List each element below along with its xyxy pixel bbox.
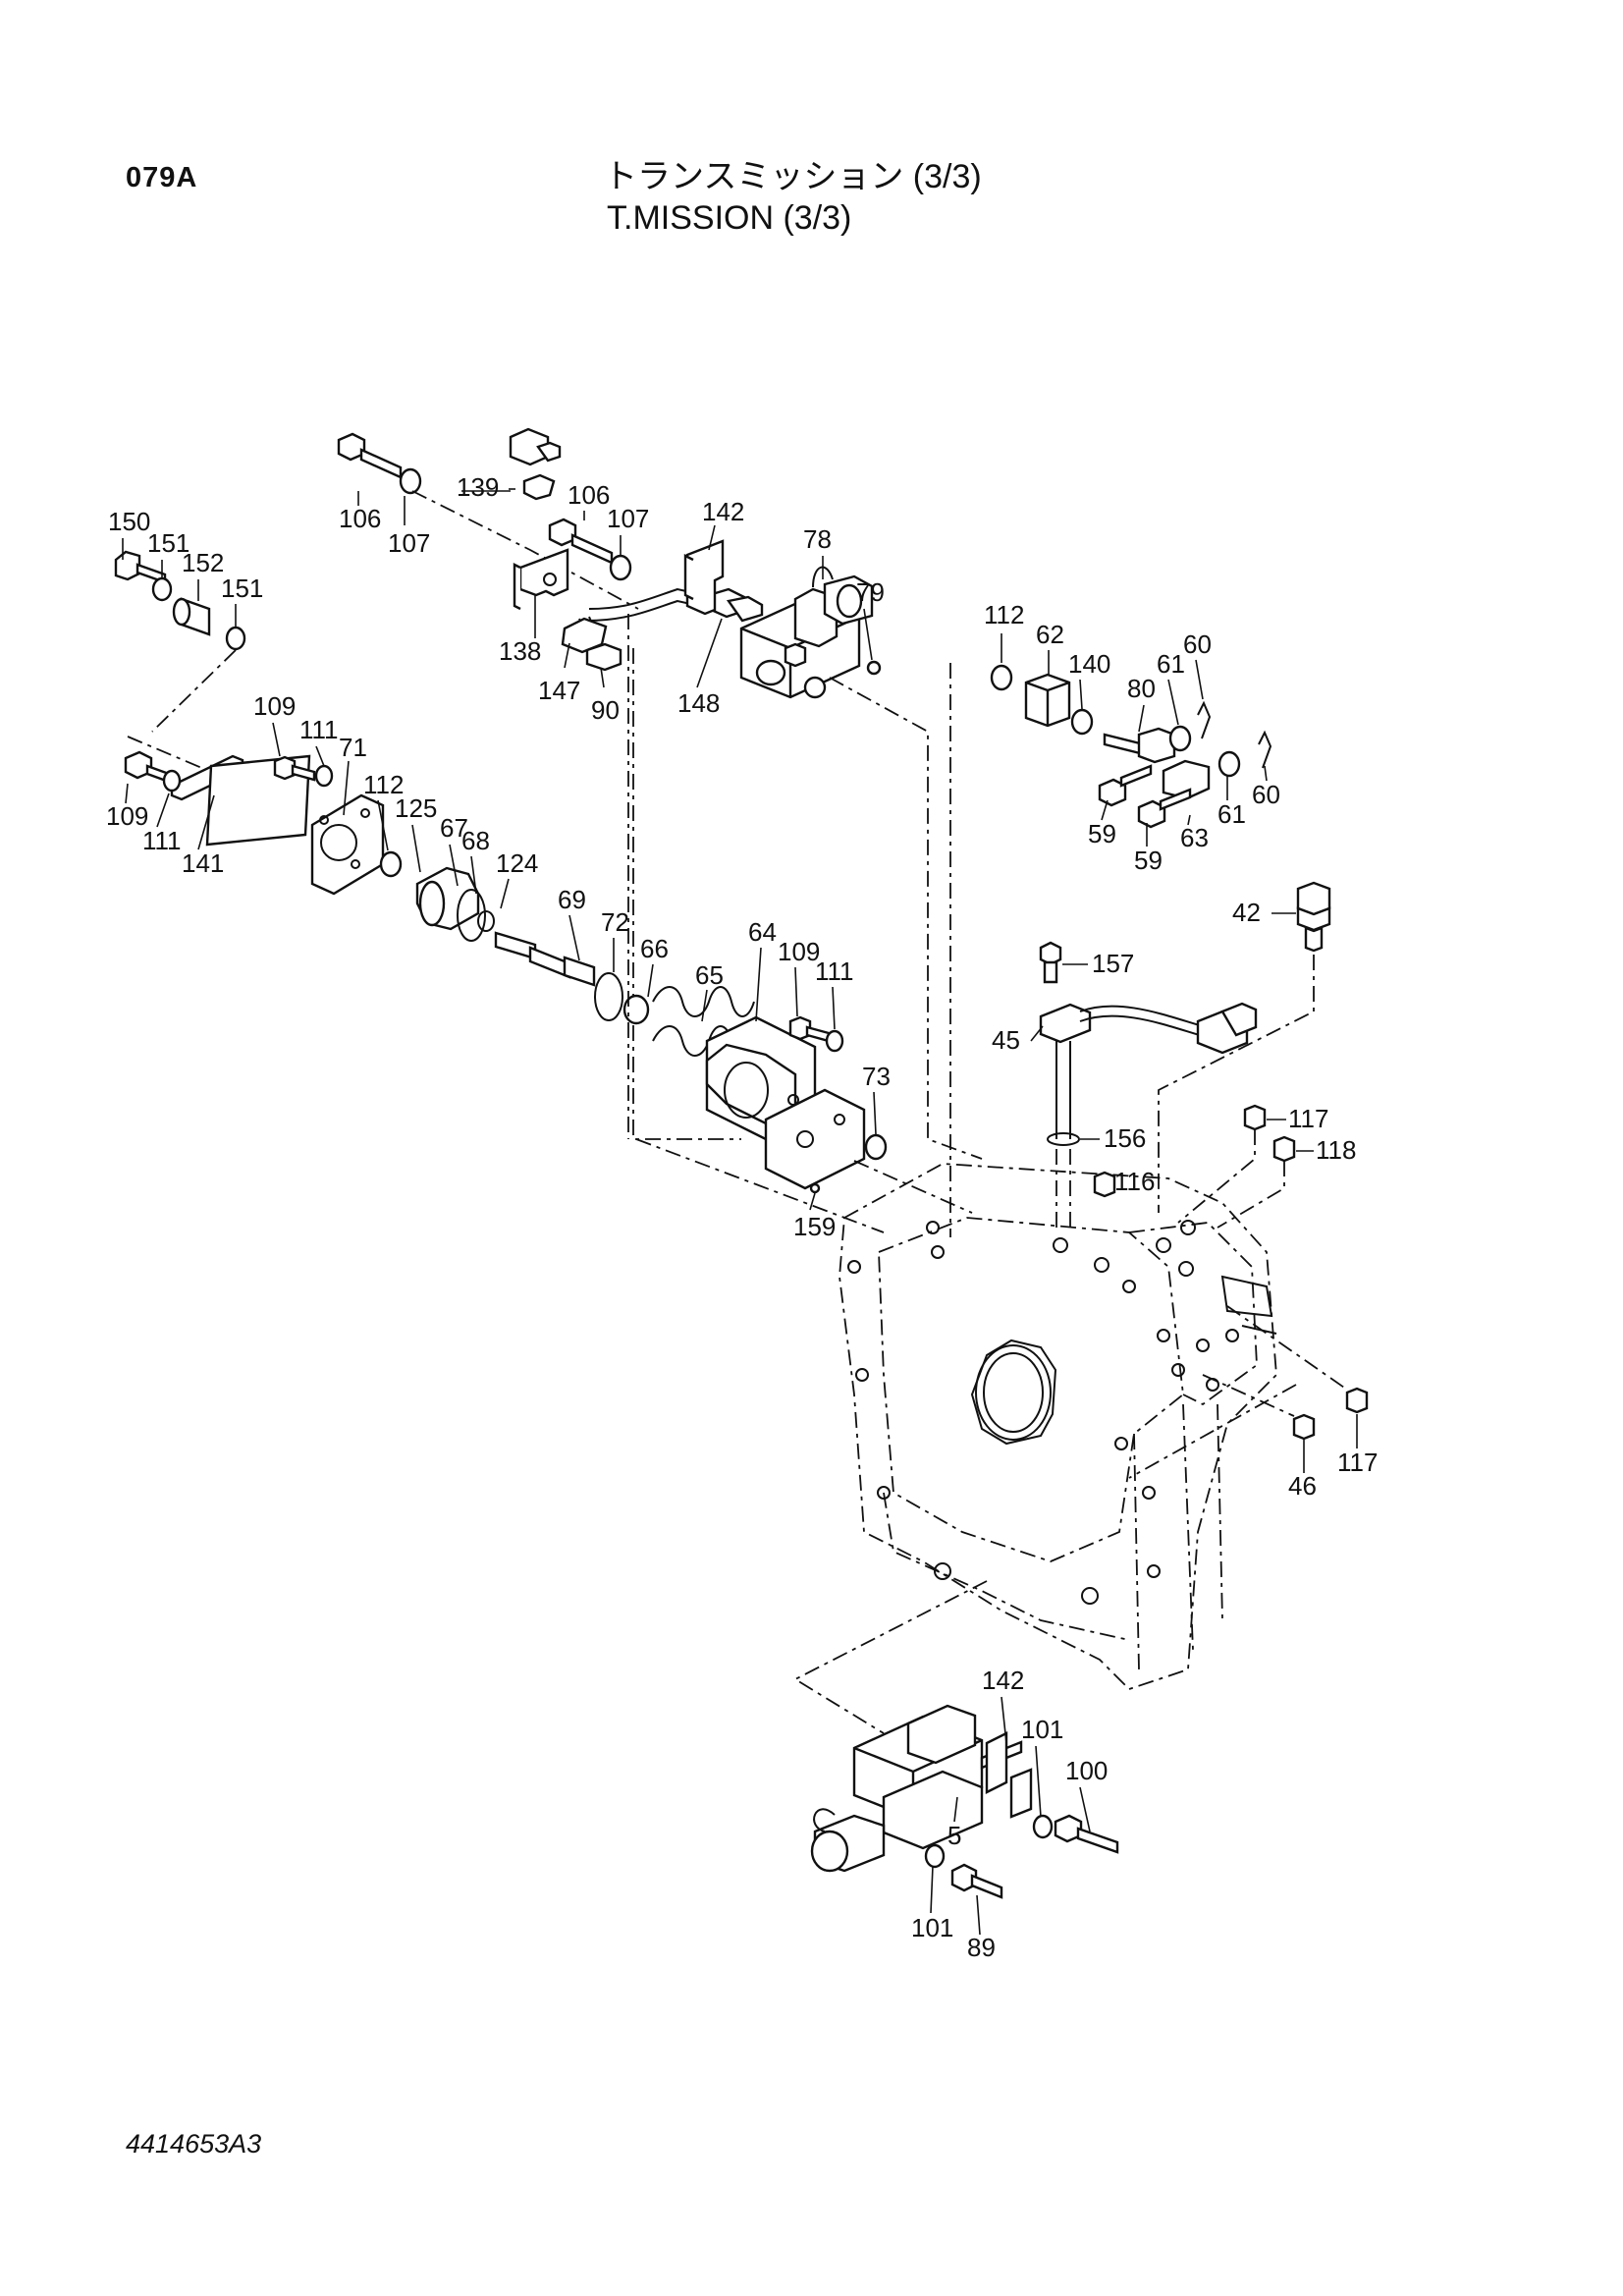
callout-107: 107 <box>388 528 430 558</box>
callout-148: 148 <box>677 688 720 718</box>
document-number: 4414653A3 <box>126 2129 262 2159</box>
callout-157: 157 <box>1092 949 1134 978</box>
solenoid-valve-78 <box>739 566 983 1160</box>
callout-60: 60 <box>1183 629 1212 659</box>
callout-109: 109 <box>106 801 148 831</box>
callout-116: 116 <box>1114 1167 1155 1196</box>
callout-151: 151 <box>221 574 263 603</box>
callout-147: 147 <box>538 676 580 705</box>
plugs-116-117-118 <box>1093 1104 1369 1479</box>
callout-111: 111 <box>815 957 854 986</box>
callout-112: 112 <box>984 600 1024 629</box>
callout-80: 80 <box>1127 674 1156 703</box>
cover-plate-141 <box>124 750 385 896</box>
callout-59: 59 <box>1088 819 1116 848</box>
callout-90: 90 <box>591 695 620 725</box>
callout-140: 140 <box>1068 649 1110 679</box>
page-code: 079A <box>126 162 198 193</box>
callout-61: 61 <box>1217 799 1246 829</box>
callout-73: 73 <box>862 1062 891 1091</box>
callout-101: 101 <box>1021 1715 1063 1744</box>
callout-68: 68 <box>461 826 490 855</box>
callout-118: 118 <box>1316 1135 1356 1165</box>
callout-138: 138 <box>499 636 541 666</box>
callout-109: 109 <box>253 691 296 721</box>
callout-45: 45 <box>992 1025 1020 1055</box>
bracket-142-top <box>683 539 725 616</box>
callout-66: 66 <box>640 934 669 963</box>
callout-106: 106 <box>568 480 610 510</box>
callout-100: 100 <box>1065 1756 1108 1785</box>
bracket-138 <box>513 518 632 611</box>
callout-46: 46 <box>1288 1471 1317 1501</box>
callout-101: 101 <box>911 1913 953 1942</box>
parts-112-62-140-80-63 <box>949 663 1272 1237</box>
callout-60: 60 <box>1252 780 1280 809</box>
solenoid-valve-5 <box>793 1580 1119 1899</box>
callout-63: 63 <box>1180 823 1209 852</box>
callout-156: 156 <box>1104 1123 1146 1153</box>
callout-141: 141 <box>182 848 224 878</box>
callout-152: 152 <box>182 548 224 577</box>
callout-117: 117 <box>1288 1104 1328 1133</box>
callout-106: 106 <box>339 504 381 533</box>
bolt-106-107-top <box>337 432 639 610</box>
callout-111: 111 <box>299 715 339 744</box>
piston-assembly <box>379 614 973 1233</box>
callout-78: 78 <box>803 524 832 554</box>
callout-79: 79 <box>856 577 885 607</box>
sensor-42 <box>1158 881 1331 1213</box>
callout-112: 112 <box>363 770 404 799</box>
callout-69: 69 <box>558 885 586 914</box>
callout-72: 72 <box>601 907 629 937</box>
callout-67: 67 <box>440 813 468 843</box>
callout-65: 65 <box>695 960 724 990</box>
callout-117: 117 <box>1337 1448 1378 1477</box>
callout-71: 71 <box>339 733 367 762</box>
connector-139 <box>461 427 562 501</box>
callout-142: 142 <box>702 497 744 526</box>
callout-125: 125 <box>395 793 437 823</box>
pipe-90 <box>561 587 764 1140</box>
sensor-45 <box>1039 941 1258 1228</box>
callout-159: 159 <box>793 1212 836 1241</box>
diagram-title-japanese: トランスミッション (3/3) <box>604 158 982 195</box>
callout-142: 142 <box>982 1666 1024 1695</box>
transmission-case <box>839 1163 1277 1691</box>
callout-109: 109 <box>778 937 820 966</box>
callout-107: 107 <box>607 504 649 533</box>
callout-111: 111 <box>142 826 182 855</box>
callout-59: 59 <box>1134 846 1163 875</box>
callout-42: 42 <box>1232 898 1261 927</box>
callout-139: 139 <box>457 472 499 502</box>
callout-150: 150 <box>108 507 150 536</box>
callout-5: 5 <box>947 1821 961 1850</box>
callout-labels: 150 151 152 151 106 107 139 106 107 142 … <box>106 472 1378 1962</box>
diagram-title-english: T.MISSION (3/3) <box>607 199 852 237</box>
leader-lines <box>122 488 1358 1936</box>
callout-61: 61 <box>1157 649 1185 679</box>
parts-150-152 <box>114 550 256 792</box>
callout-62: 62 <box>1036 620 1064 649</box>
callout-89: 89 <box>967 1933 996 1962</box>
callout-124: 124 <box>496 848 538 878</box>
callout-64: 64 <box>748 917 777 947</box>
callout-151: 151 <box>147 528 189 558</box>
